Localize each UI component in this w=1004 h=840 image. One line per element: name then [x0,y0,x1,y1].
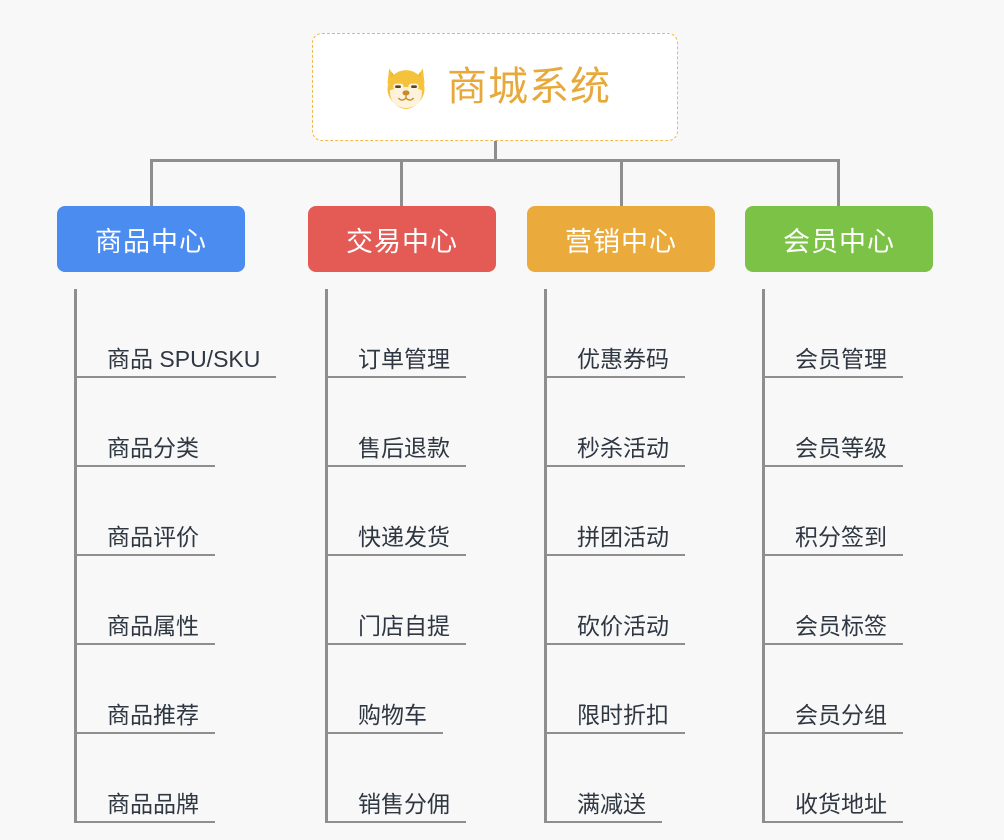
category-label-1: 商品中心 [95,226,207,257]
leaf-item-label: 门店自提 [358,612,450,639]
leaf-item-underline [74,732,215,734]
leaf-item[interactable]: 订单管理 [325,289,496,378]
leaf-item-label: 会员分组 [795,701,887,728]
leaf-item-underline [544,821,662,823]
leaf-item-label: 销售分佣 [358,790,450,817]
leaf-item[interactable]: 优惠券码 [544,289,715,378]
leaf-item-underline [325,732,443,734]
leaf-item-underline [74,376,276,378]
branch-column-4: 会员中心 会员管理会员等级积分签到会员标签会员分组收货地址 [745,206,933,823]
leaf-item[interactable]: 商品属性 [74,556,276,645]
category-label-4: 会员中心 [783,226,895,257]
leaf-list-2: 订单管理售后退款快递发货门店自提购物车销售分佣 [325,289,496,823]
leaf-item[interactable]: 限时折扣 [544,645,715,734]
leaf-item[interactable]: 会员管理 [762,289,933,378]
leaf-item-underline [762,643,903,645]
root-node[interactable]: 商城系统 [312,33,678,141]
leaf-item[interactable]: 砍价活动 [544,556,715,645]
leaf-item[interactable]: 满减送 [544,734,715,823]
leaf-item-underline [762,465,903,467]
leaf-item-underline [325,376,466,378]
category-label-2: 交易中心 [346,226,458,257]
leaf-item-underline [74,554,215,556]
leaf-item-underline [544,554,685,556]
leaf-list-1: 商品 SPU/SKU 商品分类商品评价商品属性商品推荐商品品牌 [74,289,276,823]
leaf-item-label: 商品 SPU/SKU [107,345,261,372]
leaf-item[interactable]: 快递发货 [325,467,496,556]
connector-horizontal-bus [150,159,840,162]
leaf-item[interactable]: 会员等级 [762,378,933,467]
leaf-item[interactable]: 秒杀活动 [544,378,715,467]
leaf-item-label: 会员标签 [795,612,887,639]
leaf-item-label: 商品属性 [107,612,199,639]
leaf-item-underline [325,821,466,823]
leaf-item-underline [325,465,466,467]
leaf-item-label: 商品评价 [107,523,199,550]
leaf-item-underline [325,643,466,645]
leaf-item-label: 优惠券码 [577,345,669,372]
connector-drop-4 [837,159,840,206]
category-label-3: 营销中心 [565,226,677,257]
leaf-item[interactable]: 销售分佣 [325,734,496,823]
leaf-item-label: 收货地址 [795,790,887,817]
leaf-item[interactable]: 商品品牌 [74,734,276,823]
category-box-3[interactable]: 营销中心 [527,206,715,272]
leaf-item-label: 拼团活动 [577,523,669,550]
leaf-item[interactable]: 门店自提 [325,556,496,645]
leaf-item-underline [544,465,685,467]
leaf-item-label: 会员管理 [795,345,887,372]
leaf-item-underline [544,376,685,378]
leaf-item[interactable]: 商品评价 [74,467,276,556]
category-box-2[interactable]: 交易中心 [308,206,496,272]
leaf-item-underline [762,732,903,734]
leaf-item-underline [762,554,903,556]
leaf-item[interactable]: 售后退款 [325,378,496,467]
leaf-item[interactable]: 商品推荐 [74,645,276,734]
connector-root-stem [494,141,497,161]
leaf-item-label: 商品推荐 [107,701,199,728]
leaf-item[interactable]: 拼团活动 [544,467,715,556]
leaf-item[interactable]: 会员分组 [762,645,933,734]
connector-drop-2 [400,159,403,206]
category-box-4[interactable]: 会员中心 [745,206,933,272]
branch-column-3: 营销中心 优惠券码秒杀活动拼团活动砍价活动限时折扣满减送 [527,206,715,823]
leaf-item-label: 售后退款 [358,434,450,461]
leaf-item-label: 商品品牌 [107,790,199,817]
branch-column-2: 交易中心 订单管理售后退款快递发货门店自提购物车销售分佣 [308,206,496,823]
leaf-item[interactable]: 积分签到 [762,467,933,556]
leaf-item-underline [762,821,903,823]
branch-column-1: 商品中心 商品 SPU/SKU 商品分类商品评价商品属性商品推荐商品品牌 [57,206,276,823]
leaf-item-label: 积分签到 [795,523,887,550]
leaf-item[interactable]: 商品分类 [74,378,276,467]
leaf-item-label: 商品分类 [107,434,199,461]
leaf-item[interactable]: 商品 SPU/SKU [74,289,276,378]
leaf-item-label: 购物车 [358,701,427,728]
leaf-item-underline [74,643,215,645]
root-title: 商城系统 [447,65,611,109]
leaf-item-label: 订单管理 [358,345,450,372]
leaf-item-underline [325,554,466,556]
leaf-item-label: 砍价活动 [577,612,669,639]
leaf-item-underline [74,465,215,467]
leaf-list-3: 优惠券码秒杀活动拼团活动砍价活动限时折扣满减送 [544,289,715,823]
leaf-item-underline [74,821,215,823]
leaf-item-label: 秒杀活动 [577,434,669,461]
leaf-item[interactable]: 会员标签 [762,556,933,645]
leaf-item-label: 满减送 [577,790,646,817]
leaf-item[interactable]: 收货地址 [762,734,933,823]
leaf-item-underline [544,643,685,645]
leaf-item-underline [544,732,685,734]
leaf-item[interactable]: 购物车 [325,645,496,734]
category-box-1[interactable]: 商品中心 [57,206,245,272]
leaf-item-label: 限时折扣 [577,701,669,728]
leaf-item-underline [762,376,903,378]
leaf-list-4: 会员管理会员等级积分签到会员标签会员分组收货地址 [762,289,933,823]
leaf-item-label: 会员等级 [795,434,887,461]
shiba-dog-face-icon [387,68,425,109]
connector-drop-1 [150,159,153,206]
leaf-item-label: 快递发货 [358,523,450,550]
connector-drop-3 [620,159,623,206]
